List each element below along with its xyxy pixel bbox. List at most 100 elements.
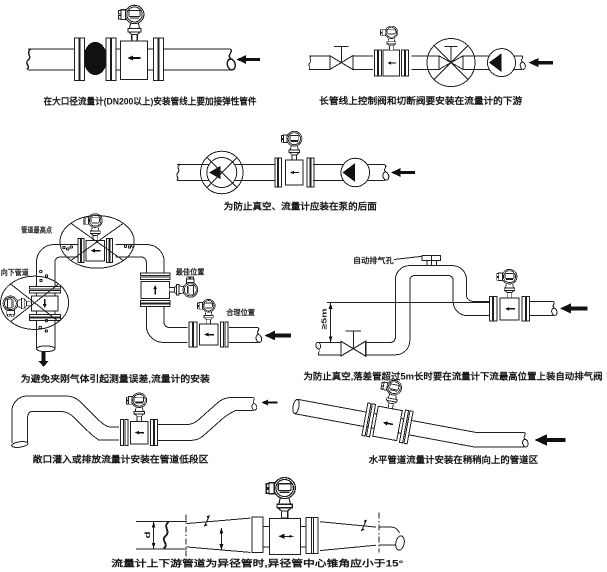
flow-arrow-icon — [534, 434, 566, 446]
label-reasonable-position: 合理位置 — [226, 307, 255, 317]
pipe-line — [10, 283, 59, 322]
flange-plate — [493, 296, 498, 322]
pipe-line — [27, 410, 60, 443]
label-highest-point: 管道最高点 — [21, 225, 52, 235]
flange-plate — [361, 402, 372, 437]
transmitter-icon — [82, 213, 103, 241]
transmitter-icon — [126, 392, 148, 422]
flange-plate — [154, 419, 159, 447]
pipe-line — [318, 342, 341, 356]
air-bubble-icon — [131, 244, 135, 248]
air-bubble-icon — [39, 269, 43, 274]
auto-exhaust-valve-drawing — [314, 255, 588, 357]
pipe-line — [163, 48, 230, 71]
flange-plate — [526, 296, 531, 322]
flowmeter-elastic-fitting-drawing — [26, 4, 260, 81]
valve-icon — [340, 330, 367, 357]
crossed-out-ellipse — [59, 215, 135, 269]
valve-icon — [329, 45, 354, 70]
flow-arrow-icon — [38, 352, 49, 367]
pipe-line — [529, 300, 554, 317]
transmitter-icon — [117, 4, 145, 42]
pipe-line — [309, 55, 331, 70]
pipe-line — [263, 526, 306, 548]
g — [361, 377, 414, 445]
ellipse-outline — [59, 215, 135, 269]
pipe-line — [59, 410, 119, 441]
pipe-line — [145, 307, 188, 343]
pipe-break-icon — [518, 55, 527, 71]
pipe-line — [11, 395, 66, 443]
flange-plate — [28, 313, 61, 318]
air-bubble-icon — [123, 244, 128, 248]
pipe-break-icon — [550, 300, 559, 317]
flange-plate — [488, 296, 493, 322]
dimension-arrowhead-icon — [151, 521, 156, 528]
label-drop-height: ≥5m — [320, 308, 329, 329]
caption-avoid-entrained-gas: 为避免夹刚气体引起测量误差,流量计的安装 — [21, 373, 211, 384]
caption-meter-after-pump: 为防止真空、流量计应装在泵的后面 — [224, 201, 377, 212]
pipe-break-icon — [176, 164, 181, 181]
dimension-arrowhead-icon — [328, 336, 333, 343]
crossed-out-ellipse — [0, 275, 70, 330]
flowmeter-icon — [251, 476, 319, 556]
flowmeter-icon — [77, 213, 113, 264]
pipe-line — [311, 517, 315, 554]
pipe-line — [115, 244, 165, 273]
transmitter-icon — [2, 295, 32, 317]
pipe-line — [70, 222, 124, 261]
pipe-line — [36, 244, 78, 286]
low-section-drawing — [11, 392, 278, 448]
transmitter-icon — [377, 377, 404, 411]
pipe-break-icon — [225, 48, 238, 72]
pipe-line — [206, 157, 238, 188]
air-bubble-icon — [62, 245, 66, 250]
flange-plate — [521, 296, 526, 322]
caption-low-section: 敞口灌入或排放流量计安装在管道低段区 — [33, 454, 209, 465]
pipe-break-icon — [381, 164, 391, 182]
crossed-pump-icon — [200, 150, 244, 195]
pipe-line — [379, 526, 400, 534]
pipe-line — [319, 521, 377, 552]
flange-plate — [403, 410, 414, 445]
flowmeter-icon — [117, 4, 164, 81]
control-valve-icon — [426, 38, 476, 88]
flange-plate — [120, 419, 125, 447]
flange-plate — [188, 321, 193, 348]
angle-arrowhead — [363, 519, 367, 523]
pipe-line — [411, 55, 439, 70]
avoid-entrained-gas-drawing — [0, 213, 292, 367]
flange-plate — [310, 157, 315, 188]
flange-plate — [373, 49, 378, 77]
flange-plate — [158, 37, 164, 81]
elastic-fitting-icon — [83, 41, 108, 76]
pipe-line — [54, 256, 78, 286]
flowmeter-icon — [361, 377, 414, 445]
flange-plate — [405, 49, 409, 77]
caption-elastic-fitting: 在大口径流量计(DN200以上)安装管线上要加接弹性管件 — [44, 96, 258, 107]
transmitter-icon — [496, 268, 518, 299]
flange-plate — [193, 321, 198, 348]
flange-plate — [109, 238, 113, 264]
flowmeter-icon — [488, 268, 531, 322]
pump-icon — [487, 48, 516, 78]
flange-plate — [139, 272, 171, 277]
air-bubble-icon — [66, 247, 70, 251]
diagram-low-section: 敞口灌入或排放流量计安装在管道低段区 — [11, 392, 278, 465]
flow-arrow-icon — [528, 57, 554, 68]
pipe-line — [147, 48, 154, 71]
label-small-diameter: d — [143, 531, 152, 539]
pipe-break-icon — [308, 55, 312, 70]
flowmeter-icon — [274, 130, 315, 188]
flange-plate — [219, 321, 225, 348]
air-bubble-icon — [69, 245, 73, 249]
angle-arrowhead — [204, 523, 208, 527]
valve-circle — [426, 38, 476, 88]
pump-outer-circle — [200, 150, 244, 195]
flange-plate — [278, 157, 282, 188]
flange-plate — [105, 238, 110, 264]
label-auto-vent: 自动排气孔 — [353, 255, 394, 265]
flow-arrow-icon — [560, 303, 588, 314]
